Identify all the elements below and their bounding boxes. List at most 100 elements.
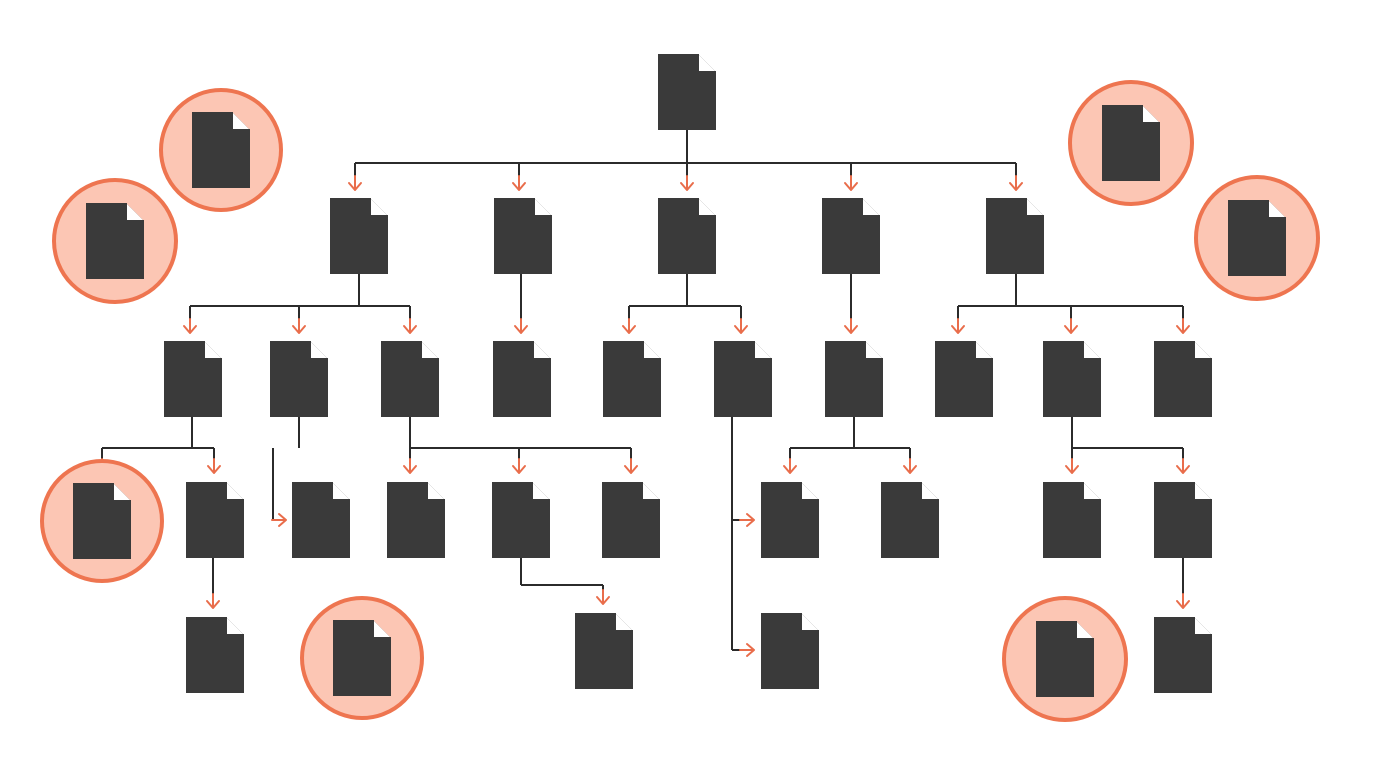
arrow-head-icon bbox=[783, 458, 797, 474]
document-fold bbox=[1267, 200, 1286, 219]
arrow-head-icon bbox=[206, 593, 220, 609]
arrow-layer bbox=[95, 175, 1190, 657]
orphan-1 bbox=[159, 88, 283, 212]
document-fold bbox=[1075, 621, 1094, 640]
document-fold bbox=[974, 341, 993, 360]
arrow-head-icon bbox=[403, 318, 417, 334]
doc-l2-e bbox=[603, 341, 661, 417]
arrow-head-icon bbox=[271, 513, 287, 527]
doc-l2-i bbox=[1043, 341, 1101, 417]
orphan-5 bbox=[40, 459, 164, 583]
doc-l2-d bbox=[493, 341, 551, 417]
doc-l3-g bbox=[761, 482, 819, 558]
doc-root bbox=[658, 54, 716, 130]
document-fold bbox=[225, 482, 244, 501]
arrow-head-icon bbox=[734, 318, 748, 334]
document-fold bbox=[1193, 341, 1212, 360]
doc-l2-f bbox=[714, 341, 772, 417]
document-fold bbox=[531, 482, 550, 501]
arrow-head-icon bbox=[844, 175, 858, 191]
document-fold bbox=[225, 617, 244, 636]
document-fold bbox=[864, 341, 883, 360]
arrow-head-icon bbox=[1176, 458, 1190, 474]
doc-l3-f bbox=[602, 482, 660, 558]
arrow-head-icon bbox=[951, 318, 965, 334]
arrow-head-icon bbox=[512, 175, 526, 191]
arrow-head-icon bbox=[1176, 318, 1190, 334]
document-layer bbox=[164, 54, 1212, 693]
arrow-head-icon bbox=[903, 458, 917, 474]
doc-l2-a bbox=[164, 341, 222, 417]
document-fold bbox=[1082, 482, 1101, 501]
doc-l1-c bbox=[658, 198, 716, 274]
doc-l3-e bbox=[492, 482, 550, 558]
document-fold bbox=[861, 198, 880, 217]
doc-l3-h bbox=[881, 482, 939, 558]
doc-l1-e bbox=[986, 198, 1044, 274]
orphan-7 bbox=[1002, 596, 1128, 722]
document-fold bbox=[1141, 105, 1160, 124]
arrow-head-icon bbox=[624, 458, 638, 474]
doc-l4-d bbox=[761, 613, 819, 689]
doc-l1-d bbox=[822, 198, 880, 274]
document-fold bbox=[331, 482, 350, 501]
doc-l3-b bbox=[186, 482, 244, 558]
doc-l2-b bbox=[270, 341, 328, 417]
document-fold bbox=[642, 341, 661, 360]
orphan-2 bbox=[52, 178, 178, 304]
orphan-document bbox=[73, 483, 131, 559]
document-fold bbox=[532, 341, 551, 360]
document-fold bbox=[372, 620, 391, 639]
doc-l3-i bbox=[1043, 482, 1101, 558]
document-fold bbox=[533, 198, 552, 217]
document-fold bbox=[1082, 341, 1101, 360]
arrow-head-icon bbox=[348, 175, 362, 191]
document-fold bbox=[309, 341, 328, 360]
arrow-head-icon bbox=[1065, 458, 1079, 474]
doc-l2-g bbox=[825, 341, 883, 417]
arrow-head-icon bbox=[292, 318, 306, 334]
arrow-head-icon bbox=[512, 458, 526, 474]
orphan-document bbox=[1228, 200, 1286, 276]
orphan-4 bbox=[1194, 175, 1320, 301]
arrow-head-icon bbox=[844, 318, 858, 334]
document-fold bbox=[697, 198, 716, 217]
arrow-head-icon bbox=[622, 318, 636, 334]
document-fold bbox=[753, 341, 772, 360]
orphan-document-layer bbox=[40, 80, 1320, 722]
orphan-document bbox=[1036, 621, 1094, 697]
arrow-head-icon bbox=[739, 643, 755, 657]
arrow-head-icon bbox=[514, 318, 528, 334]
doc-l3-d bbox=[387, 482, 445, 558]
doc-l2-h bbox=[935, 341, 993, 417]
document-fold bbox=[112, 483, 131, 502]
orphan-6 bbox=[300, 596, 424, 720]
doc-l4-a bbox=[186, 617, 244, 693]
document-fold bbox=[697, 54, 716, 73]
doc-l3-c bbox=[292, 482, 350, 558]
orphan-document bbox=[86, 203, 144, 279]
arrow-head-icon bbox=[1009, 175, 1023, 191]
orphan-document bbox=[333, 620, 391, 696]
arrow-head-icon bbox=[207, 458, 221, 474]
document-fold bbox=[231, 112, 250, 131]
document-fold bbox=[800, 482, 819, 501]
arrow-head-icon bbox=[739, 513, 755, 527]
document-fold bbox=[420, 341, 439, 360]
arrow-head-icon bbox=[1064, 318, 1078, 334]
doc-l2-c bbox=[381, 341, 439, 417]
orphan-document bbox=[1102, 105, 1160, 181]
arrow-head-icon bbox=[596, 589, 610, 605]
doc-l2-j bbox=[1154, 341, 1212, 417]
arrow-head-icon bbox=[680, 175, 694, 191]
orphan-3 bbox=[1068, 80, 1194, 206]
document-fold bbox=[125, 203, 144, 222]
document-fold bbox=[426, 482, 445, 501]
document-fold bbox=[1025, 198, 1044, 217]
document-fold bbox=[800, 613, 819, 632]
document-fold bbox=[641, 482, 660, 501]
document-fold bbox=[920, 482, 939, 501]
doc-l1-b bbox=[494, 198, 552, 274]
arrow-head-icon bbox=[403, 458, 417, 474]
